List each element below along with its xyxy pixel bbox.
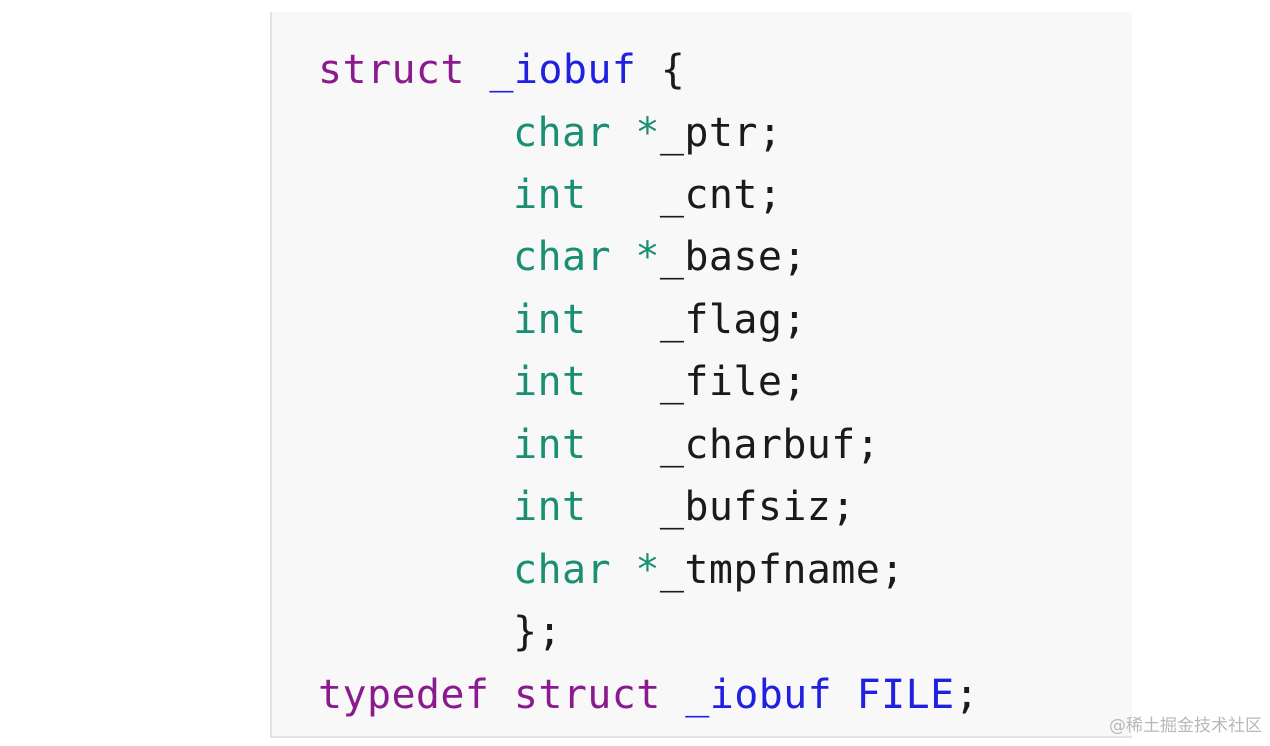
- code-line-struct-close: };: [513, 608, 562, 656]
- struct-name: _iobuf: [489, 47, 637, 93]
- code-line-file: int _file;: [513, 358, 807, 406]
- field-name: _flag;: [659, 297, 807, 343]
- type-keyword: int: [513, 359, 587, 405]
- type-keyword: int: [513, 484, 587, 530]
- type-keyword: char: [513, 110, 611, 156]
- pointer-star: *: [635, 234, 660, 280]
- open-brace: {: [660, 47, 686, 93]
- keyword-struct: struct: [318, 47, 465, 93]
- close-brace: };: [513, 609, 562, 655]
- code-line-bufsiz: int _bufsiz;: [513, 483, 856, 531]
- code-line-charbuf: int _charbuf;: [513, 421, 880, 469]
- pointer-star: *: [635, 547, 660, 593]
- field-name: _tmpfname;: [659, 547, 905, 593]
- code-line-tmpfname: char *_tmpfname;: [513, 546, 905, 594]
- type-keyword: int: [513, 422, 587, 468]
- code-line-flag: int _flag;: [513, 296, 807, 344]
- code-line-typedef: typedef struct _iobuf FILE;: [318, 671, 979, 719]
- field-name: _bufsiz;: [659, 484, 856, 530]
- keyword-struct: struct: [513, 672, 661, 718]
- type-alias-file: FILE: [856, 672, 955, 718]
- semicolon: ;: [954, 672, 980, 718]
- field-name: _charbuf;: [659, 422, 881, 468]
- type-keyword: char: [513, 234, 611, 280]
- struct-name: _iobuf: [685, 672, 833, 718]
- field-name: _cnt;: [659, 172, 783, 218]
- type-keyword: char: [513, 547, 611, 593]
- code-line-base: char *_base;: [513, 233, 807, 281]
- watermark: @稀土掘金技术社区: [1109, 716, 1262, 736]
- field-name: _base;: [659, 234, 807, 280]
- type-keyword: int: [513, 297, 587, 343]
- code-block: struct _iobuf { char *_ptr; int _cnt; ch…: [270, 12, 1132, 738]
- code-line-cnt: int _cnt;: [513, 171, 782, 219]
- keyword-typedef: typedef: [318, 672, 490, 718]
- field-name: _file;: [659, 359, 807, 405]
- code-line-ptr: char *_ptr;: [513, 109, 782, 157]
- field-name: _ptr;: [659, 110, 783, 156]
- pointer-star: *: [635, 110, 660, 156]
- code-line-struct-open: struct _iobuf {: [318, 46, 685, 94]
- type-keyword: int: [513, 172, 587, 218]
